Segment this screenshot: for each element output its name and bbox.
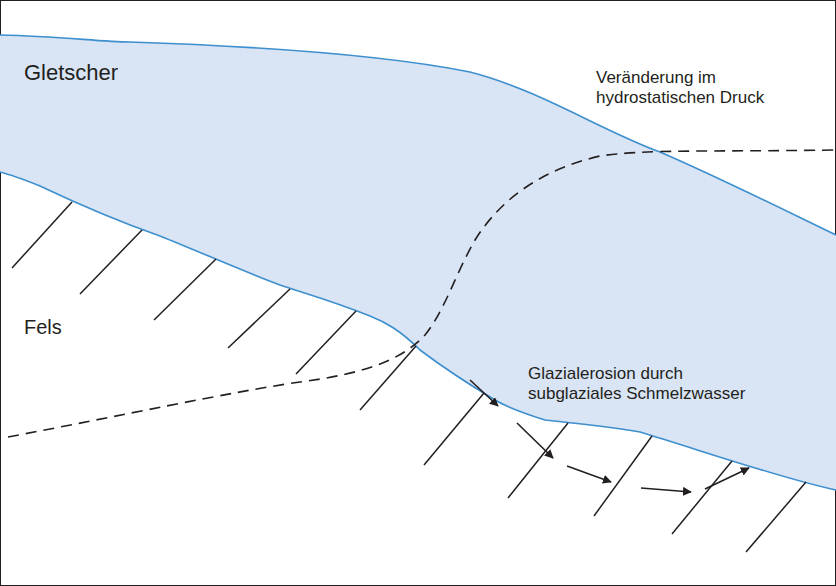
- rock-hatching: [12, 202, 806, 552]
- glacier-surface: [0, 35, 836, 235]
- erosion-label: Glazialerosion durch subglaziales Schmel…: [528, 364, 773, 403]
- rock-label: Fels: [24, 316, 144, 339]
- glacier-body: [0, 35, 836, 490]
- glacier-label: Gletscher: [24, 60, 224, 85]
- pressure-label: Veränderung im hydrostatischen Druck: [596, 68, 801, 107]
- glacier-bed: [0, 172, 836, 490]
- pressure-line: [8, 150, 836, 437]
